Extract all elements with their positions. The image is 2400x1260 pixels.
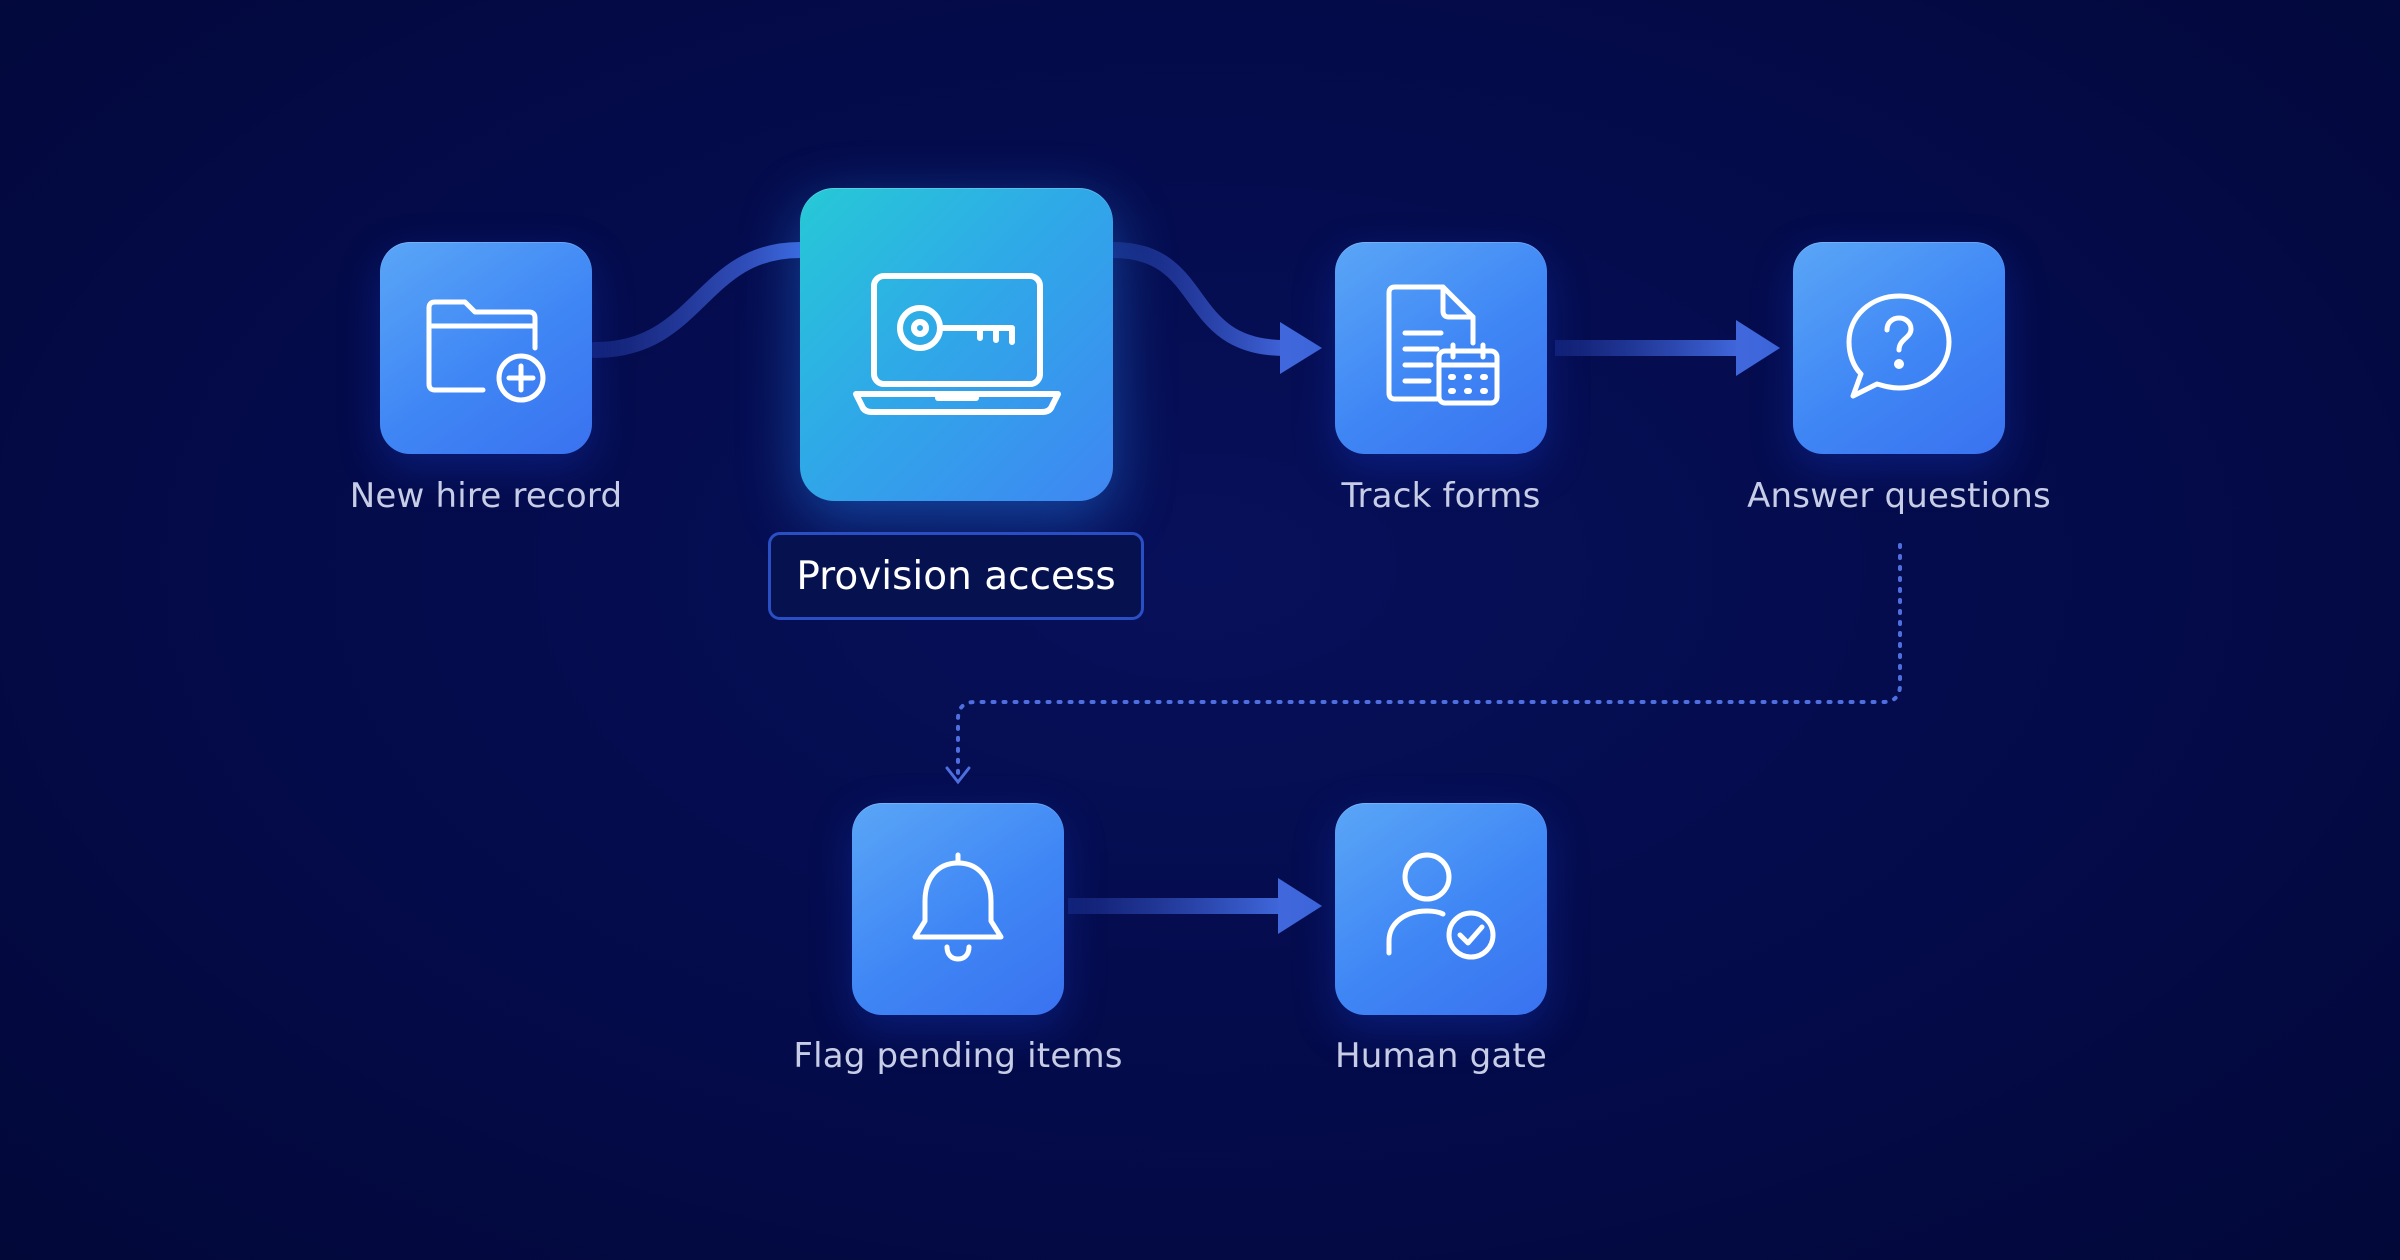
step-provision-access[interactable] <box>800 188 1113 501</box>
laptop-key-icon <box>852 268 1062 422</box>
document-calendar-icon <box>1381 281 1501 415</box>
bell-icon <box>903 849 1013 969</box>
step-label-human-gate: Human gate <box>1334 1036 1548 1076</box>
question-bubble-icon <box>1841 288 1957 408</box>
step-track-forms[interactable] <box>1335 242 1547 454</box>
step-label-new-hire-record: New hire record <box>349 476 623 516</box>
connector-provision-to-track <box>1105 242 1293 356</box>
connector-new-hire-to-provision <box>587 242 808 358</box>
arrowhead-human-gate <box>1278 878 1322 934</box>
connector-track-to-answer <box>1555 340 1740 356</box>
step-human-gate[interactable] <box>1335 803 1547 1015</box>
step-flag-pending-items[interactable] <box>852 803 1064 1015</box>
folder-plus-icon <box>421 286 551 410</box>
arrowhead-track-forms <box>1280 322 1322 374</box>
arrowhead-flag-pending <box>945 766 971 785</box>
step-label-provision-access: Provision access <box>768 532 1144 620</box>
step-answer-questions[interactable] <box>1793 242 2005 454</box>
connector-flag-to-human <box>1068 898 1283 914</box>
arrowhead-answer-questions <box>1736 320 1780 376</box>
step-label-flag-pending-items: Flag pending items <box>793 1036 1123 1076</box>
step-label-answer-questions: Answer questions <box>1747 476 2051 516</box>
connector-answer-to-flag <box>956 543 1902 777</box>
user-check-icon <box>1381 849 1501 969</box>
step-label-track-forms: Track forms <box>1341 476 1541 516</box>
step-new-hire-record[interactable] <box>380 242 592 454</box>
